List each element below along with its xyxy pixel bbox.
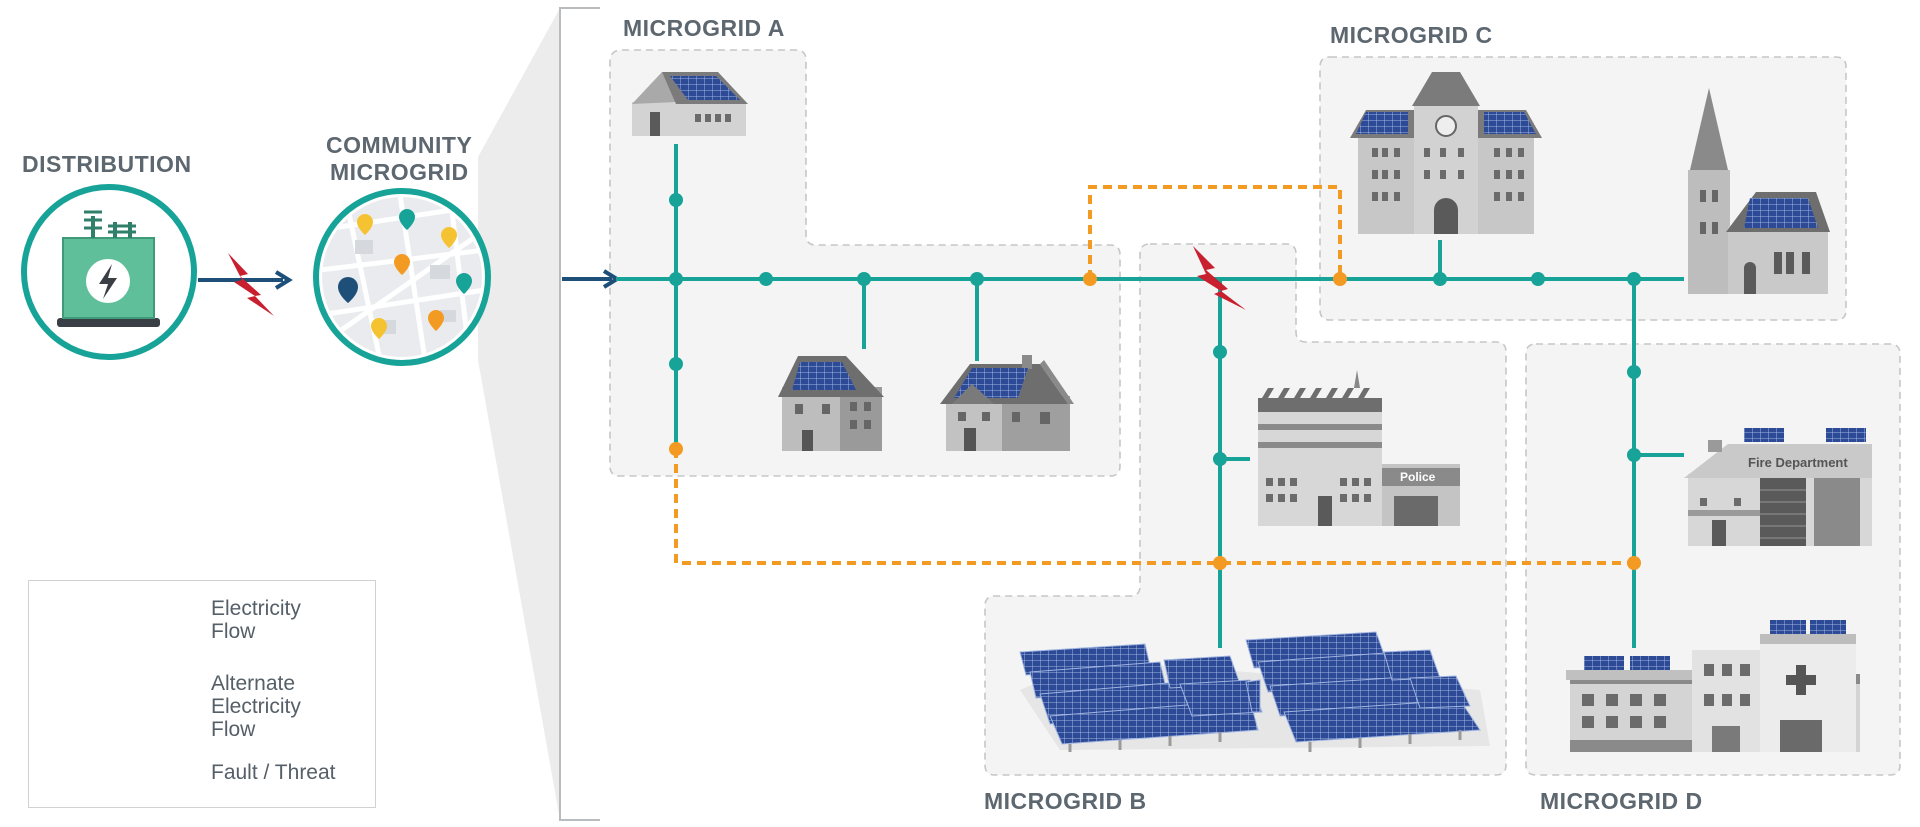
- community-microgrid-label-line2: MICROGRID: [330, 159, 469, 185]
- microgrid-c-label: MICROGRID C: [1330, 22, 1493, 48]
- church-icon: [1688, 88, 1830, 294]
- legend: [28, 580, 376, 808]
- fire-department-sign: Fire Department: [1748, 455, 1848, 470]
- lightning-bolt-icon: [1193, 246, 1246, 310]
- arrow-icon: [274, 270, 293, 290]
- transformer-icon: [21, 184, 197, 360]
- legend-electricity-flow-label-line1: Electricity: [211, 597, 301, 620]
- grid-nodes: [669, 193, 1641, 570]
- legend-alternate-flow-label-line1: Alternate: [211, 672, 296, 695]
- microgrid-d-label: MICROGRID D: [1540, 788, 1703, 814]
- legend-electricity-flow-label-line2: Flow: [211, 620, 256, 643]
- zoom-wedge: [478, 8, 560, 820]
- distribution-label: DISTRIBUTION: [22, 151, 192, 177]
- house-icon: [632, 72, 748, 136]
- house-icon: [778, 356, 884, 451]
- house-icon: [940, 355, 1074, 451]
- legend-fault-label: Fault / Threat: [211, 761, 336, 784]
- microgrid-b-label: MICROGRID B: [984, 788, 1147, 814]
- fire-station-icon: [1684, 428, 1872, 546]
- police-station-icon: [1258, 370, 1460, 526]
- community-microgrid-label-line1: COMMUNITY: [326, 132, 473, 158]
- map-pin-icon: [338, 209, 472, 339]
- town-hall-icon: [1350, 72, 1542, 234]
- lightning-bolt-icon: [228, 253, 274, 316]
- microgrid-a-label: MICROGRID A: [623, 15, 785, 41]
- alternate-flow-lines: [674, 185, 1636, 565]
- zoom-bracket: [559, 7, 600, 821]
- legend-alternate-flow-label-line3: Flow: [211, 718, 256, 741]
- hospital-icon: [1566, 620, 1860, 752]
- solar-farm-icon: [1019, 631, 1490, 752]
- legend-alternate-flow-label-line2: Electricity: [211, 695, 301, 718]
- police-sign: Police: [1400, 470, 1436, 484]
- community-map-icon: [313, 188, 491, 366]
